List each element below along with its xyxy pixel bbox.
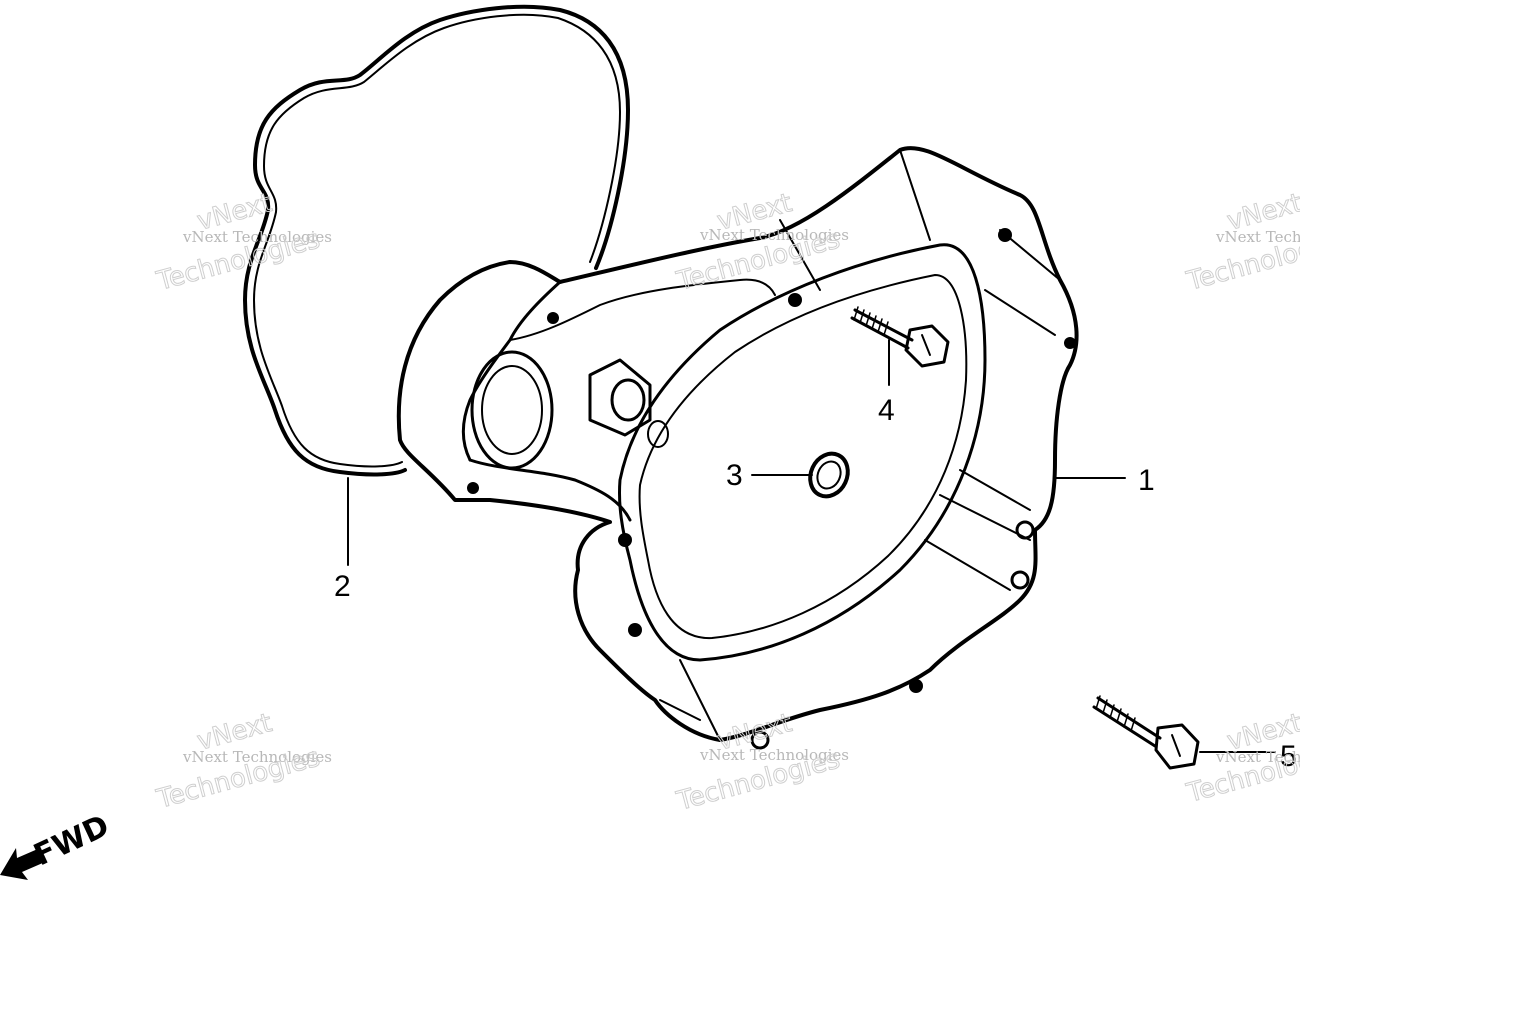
washer-part[interactable] [803,447,854,502]
fwd-direction-marker: FWD [0,808,115,880]
svg-text:vNext Technologies: vNext Technologies [699,746,849,764]
callout-2: 2 [334,570,351,603]
engine-cover-part[interactable] [396,146,1079,750]
fwd-label: FWD [29,808,115,873]
watermark-6: vNext vNext Technologies Technologies [1183,710,1365,810]
bolt-part-5[interactable] [1092,695,1200,770]
watermark-1: vNext vNext Technologies Technologies [153,188,332,298]
gasket-part[interactable] [243,4,630,477]
callout-4: 4 [878,394,895,427]
svg-text:vNext Technologies: vNext Technologies [182,748,332,766]
callout-3: 3 [726,459,743,492]
leader-lines [347,339,1276,753]
fwd-arrow-icon [0,848,45,880]
svg-text:vNext Technologies: vNext Technologies [182,228,332,246]
bolt-part-4[interactable] [850,306,950,368]
watermark-5: vNext vNext Technologies Technologies [673,708,849,818]
callout-1: 1 [1138,464,1155,497]
svg-text:vNext Technologies: vNext Technologies [1215,228,1365,246]
watermark-3: vNext vNext Technologies Technologies [1183,190,1365,298]
watermark-4: vNext vNext Technologies Technologies [153,708,332,816]
svg-text:vNext Technologies: vNext Technologies [699,226,849,244]
svg-text:vNext Technologies: vNext Technologies [1215,748,1365,766]
callout-5: 5 [1280,740,1297,773]
watermark-2: vNext vNext Technologies Technologies [673,188,849,298]
